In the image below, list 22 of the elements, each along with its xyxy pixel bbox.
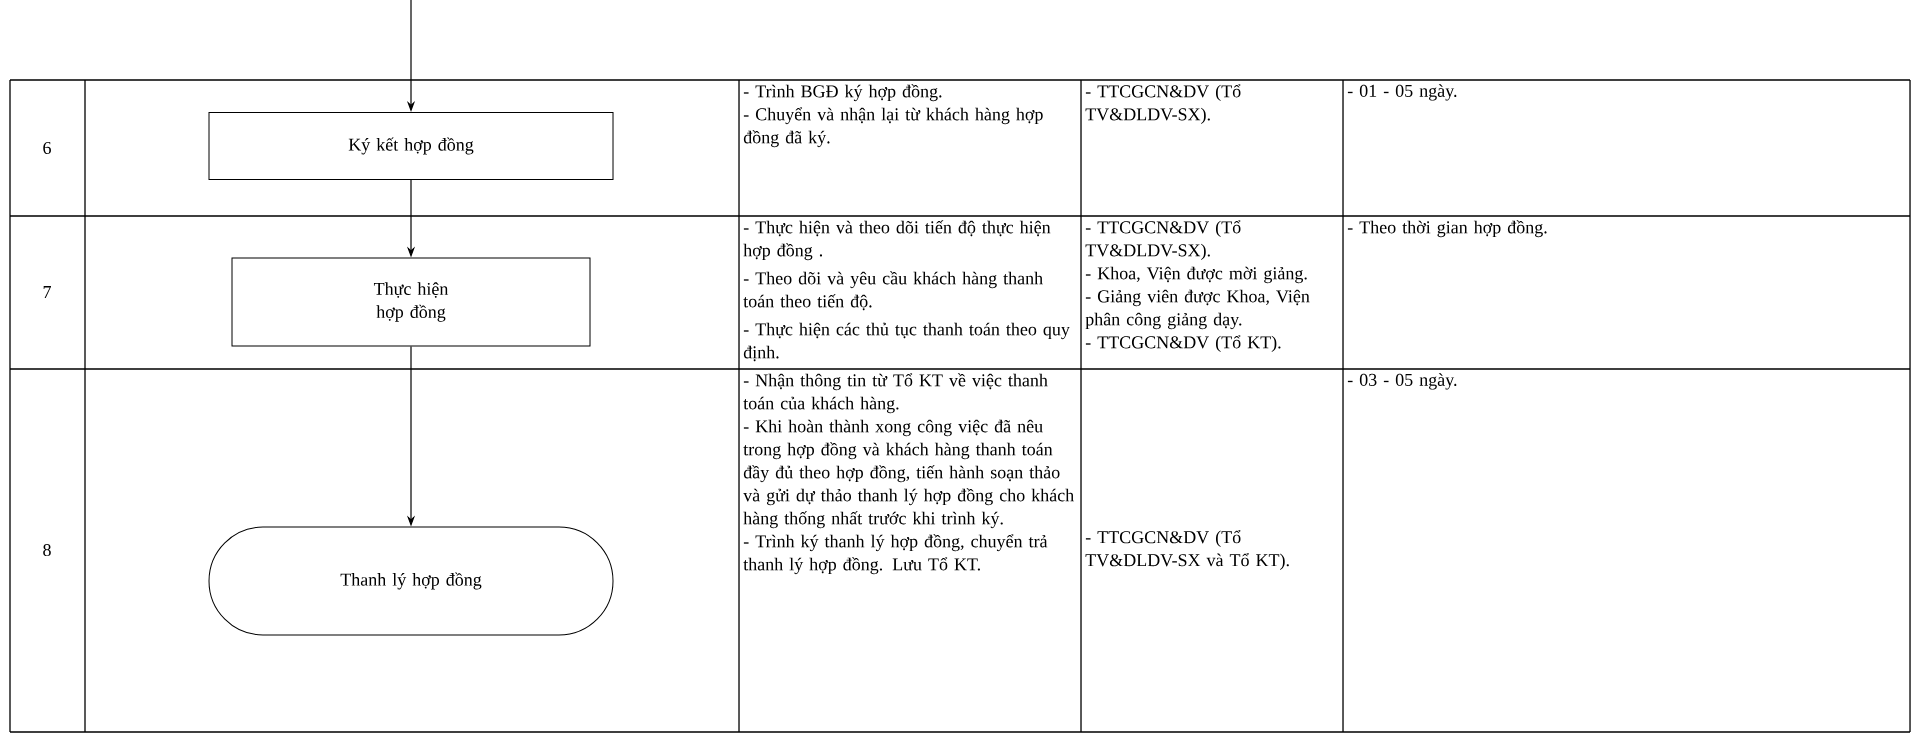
cell-text: - Trình ký thanh lý hợp đồng, chuyển trả thanh lý hợp đồng. Lưu Tổ KT. bbox=[743, 534, 1048, 575]
row-number: 8 bbox=[43, 543, 51, 557]
row-number: 6 bbox=[43, 141, 51, 155]
cell-text: - Theo thời gian hợp đồng. bbox=[1347, 220, 1547, 238]
cell-text: - 03 - 05 ngày. bbox=[1347, 373, 1457, 390]
cell-text: - Thực hiện và theo dõi tiến độ thực hiện hợp đồng . bbox=[743, 220, 1051, 261]
cell-text: - TTCGCN&DV (Tổ TV&DLDV-SX). bbox=[1085, 220, 1241, 261]
cell-text: - TTCGCN&DV (Tổ TV&DLDV-SX và Tổ KT). bbox=[1085, 530, 1289, 570]
cell-text: - Khoa, Viện được mời giảng. bbox=[1085, 266, 1307, 284]
cell-text: - Theo dõi và yêu cầu khách hàng thanh toán theo tiến độ. bbox=[743, 271, 1043, 311]
cell-text: - TTCGCN&DV (Tổ TV&DLDV-SX). bbox=[1085, 84, 1241, 125]
cell-text: - Giảng viên được Khoa, Viện phân công giảng dạy. bbox=[1085, 289, 1310, 330]
cell-text: - Khi hoàn thành xong công việc đã nêu trong hợp đồng và khách hàng thanh toán đầy đủ theo hợp đồng, tiến hành soạn thảo và gửi dự thảo thanh lý hợp đồng cho khách hàng thống nhất trước khi trình ký. bbox=[743, 419, 1074, 529]
process-box: Ký kết hợp đồng bbox=[208, 112, 614, 180]
cell-text: - Chuyển và nhận lại từ khách hàng hợp đồng đã ký. bbox=[743, 107, 1043, 148]
cell-text: - Nhận thông tin từ Tổ KT về việc thanh toán của khách hàng. bbox=[743, 373, 1048, 414]
cell-text: - TTCGCN&DV (Tổ KT). bbox=[1085, 335, 1281, 353]
cell-text: - Trình BGĐ ký hợp đồng. bbox=[743, 84, 942, 102]
process-box: Thực hiện hợp đồng bbox=[231, 257, 591, 347]
cell-text: - Thực hiện các thủ tục thanh toán theo quy định. bbox=[743, 322, 1070, 362]
cell-text: - 01 - 05 ngày. bbox=[1347, 84, 1457, 101]
row-number: 7 bbox=[43, 286, 51, 298]
